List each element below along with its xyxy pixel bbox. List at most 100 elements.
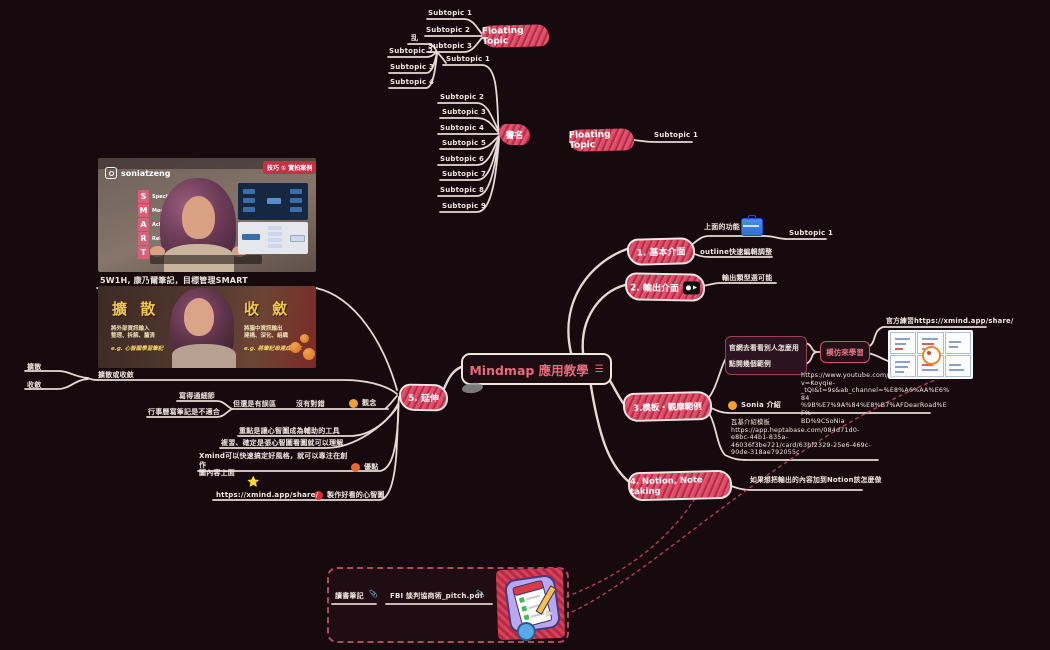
diverge-title: 擴 散: [112, 300, 160, 318]
smart-letter: T: [138, 246, 149, 259]
camera-icon: [682, 280, 701, 295]
book-subtopic[interactable]: Subtopic 2: [440, 93, 485, 101]
branch-1-node[interactable]: 1. 基本介面: [626, 237, 696, 266]
scatter-subtopic[interactable]: Subtopic 4: [390, 78, 435, 86]
concept-marker-icon: [349, 399, 358, 408]
instagram-handle-text: soniatzeng: [121, 168, 171, 178]
floating2-subtopic[interactable]: Subtopic 1: [654, 131, 699, 139]
branch-2-node[interactable]: 2. 輸出介面: [624, 272, 706, 302]
person-hand: [150, 246, 165, 257]
paperclip-icon: 📎: [369, 590, 378, 598]
floating-topic-1[interactable]: Floating Topic: [481, 24, 550, 48]
notes-sticker-image[interactable]: [495, 567, 566, 643]
subtitle-bar: [150, 255, 262, 264]
template-cell: [890, 355, 917, 377]
open-examples-topic[interactable]: 點開幾個範例: [729, 360, 771, 368]
diverge-topic[interactable]: 擴散: [27, 363, 42, 371]
central-topic[interactable]: Mindmap 應用教學 ☰: [461, 353, 612, 385]
beauty-marker-icon: [314, 491, 323, 500]
pros-marker-icon: [351, 463, 360, 472]
diverge-example: e.g. 心智圖學習筆記: [111, 346, 164, 352]
official-practice-link[interactable]: 官方練習https://xmind.app/share/: [886, 317, 1014, 325]
outline-topic[interactable]: outline快速編輯調整: [700, 248, 773, 256]
scatter-topic[interactable]: 乱: [411, 34, 419, 42]
branch-2-label: 2. 輸出介面: [629, 282, 679, 294]
star-icon: ⭐: [247, 477, 260, 488]
video-thumbnail-diverge-converge[interactable]: 擴 散 收 斂 將外部資訊輸入 整理、拆解、釐清 e.g. 心智圖學習筆記 將腦…: [98, 286, 316, 368]
video2-caption[interactable]: 擴散或收斂: [98, 371, 134, 379]
branch-5-node[interactable]: 5. 延伸: [398, 383, 449, 412]
notion-export-topic[interactable]: 如果想把輸出的內容加到Notion該怎麼做: [750, 476, 882, 484]
floating1-subtopic[interactable]: Subtopic 1: [428, 9, 473, 17]
template-cell: [944, 355, 971, 377]
xmind-share-link[interactable]: https://xmind.app/share/: [216, 491, 319, 499]
paperclip-icon: 📎: [476, 590, 485, 598]
output-types-topic[interactable]: 輸出類型選可能: [722, 274, 773, 282]
pros-desc-topic[interactable]: Xmind可以快速搞定好風格，就可以專注在創作 圖內容上面: [199, 452, 348, 477]
floating-topic-2[interactable]: Floating Topic: [568, 128, 635, 152]
top-functions-topic[interactable]: 上面的功能: [704, 223, 740, 231]
instagram-handle: soniatzeng: [105, 167, 170, 179]
orange-fruit: [290, 342, 301, 353]
central-topic-title: Mindmap 應用教學: [469, 362, 589, 378]
menu-icon[interactable]: ☰: [594, 363, 604, 375]
top-functions-subtopic[interactable]: Subtopic 1: [789, 229, 834, 237]
key-point-topic[interactable]: 重點是讓心智圖成為輔助的工具: [239, 427, 340, 435]
instagram-icon: [105, 167, 117, 179]
book-title-topic[interactable]: 書名: [498, 123, 531, 146]
floating1-subtopic[interactable]: Subtopic 3: [428, 42, 473, 50]
book-subtopic[interactable]: Subtopic 6: [440, 155, 485, 163]
book-subtopic[interactable]: Subtopic 7: [442, 170, 487, 178]
pros-topic[interactable]: 優點: [364, 463, 379, 471]
orange-fruit: [300, 334, 309, 343]
flowchart-panel-light: [238, 222, 308, 254]
template-cell: [890, 332, 917, 354]
smart-letter: R: [138, 232, 149, 245]
official-site-topic[interactable]: 官網去看看別人怎麼用: [729, 344, 799, 352]
book-subtopic[interactable]: Subtopic 9: [442, 202, 487, 210]
video1-badge: 技巧 ① 實拍案例: [263, 161, 316, 174]
scatter-subtopic[interactable]: Subtopic 2: [389, 47, 434, 55]
smart-letter: A: [138, 218, 149, 231]
concept-topic[interactable]: 觀念: [362, 399, 377, 407]
flowchart-panel-dark: [238, 183, 308, 220]
book-subtopic[interactable]: Subtopic 4: [440, 124, 485, 132]
video1-topbar: [98, 158, 316, 169]
sonia-intro-topic[interactable]: Sonia 介紹: [741, 401, 781, 409]
refresh-badge-icon: [922, 346, 941, 365]
waki-heptabase-link[interactable]: 瓦基介紹模板 https://app.heptabase.com/084d71d…: [731, 419, 872, 457]
orange-fruit: [303, 348, 315, 360]
sonia-youtube-url[interactable]: https://www.youtube.com/watch? v=Koyqie-…: [801, 372, 950, 425]
book-subtopic[interactable]: Subtopic 8: [440, 186, 485, 194]
reading-notes-label[interactable]: 讀書筆記: [335, 592, 364, 600]
book-subtopic[interactable]: Subtopic 1: [446, 55, 491, 63]
smart-word: Specific: [152, 193, 174, 200]
beautiful-map-topic[interactable]: 製作好看的心智圖: [327, 491, 385, 499]
sonia-marker-icon: [728, 401, 737, 410]
scatter-subtopic[interactable]: Subtopic 3: [390, 63, 435, 71]
branch-4-node[interactable]: 4. Notion, Note taking: [627, 469, 733, 502]
book-subtopic[interactable]: Subtopic 3: [442, 108, 487, 116]
person-body: [172, 344, 236, 368]
smart-letter: M: [138, 204, 149, 217]
imitate-learn-node[interactable]: 模仿來學習: [820, 341, 870, 363]
calendar-topic[interactable]: 行事曆寫筆記是不適合: [148, 408, 220, 416]
pdf-attachment-label[interactable]: FBI 談判協商術_pitch.pdf: [390, 592, 484, 600]
no-right-wrong-topic[interactable]: 沒有對錯: [296, 400, 325, 408]
pitfall-topic[interactable]: 但還是有誤區: [233, 400, 277, 408]
video1-caption[interactable]: 5W1H, 康乃爾筆記，目標管理SMART: [100, 276, 248, 285]
diverge-subtext: 將外部資訊輸入 整理、拆解、釐清: [111, 326, 156, 339]
converge-topic[interactable]: 收斂: [27, 381, 42, 389]
branch-3-node[interactable]: 3.模板・觀摩範例: [622, 390, 713, 423]
floating1-subtopic[interactable]: Subtopic 2: [426, 26, 471, 34]
converge-title: 收 斂: [244, 300, 292, 318]
review-topic[interactable]: 複習、確定是張心智圖看圖就可以理解: [221, 439, 344, 447]
detail-topic[interactable]: 寫得通細節: [179, 392, 215, 400]
briefcase-icon: [741, 215, 763, 236]
examples-group-box[interactable]: [725, 336, 807, 375]
book-subtopic[interactable]: Subtopic 5: [442, 139, 487, 147]
template-cell: [944, 332, 971, 354]
smart-letter: S: [138, 190, 149, 203]
